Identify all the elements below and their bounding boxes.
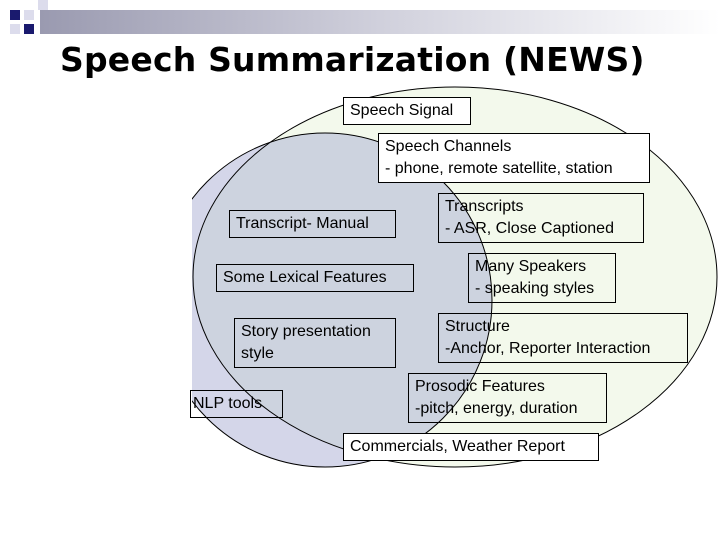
left-circle-outline xyxy=(192,132,493,468)
corner-square-1 xyxy=(10,10,20,20)
box-speech-channels: Speech Channels - phone, remote satellit… xyxy=(378,133,650,183)
box-prosodic-features: Prosodic Features -pitch, energy, durati… xyxy=(408,373,607,423)
story-line1: Story presentation xyxy=(241,323,371,340)
many-speakers-line2: - speaking styles xyxy=(475,280,595,297)
box-nlp-tools: NLP tools xyxy=(190,390,283,418)
right-ellipse-outline xyxy=(192,86,718,468)
box-structure: Structure -Anchor, Reporter Interaction xyxy=(438,313,688,363)
header-decoration xyxy=(10,0,720,34)
speech-signal-text: Speech Signal xyxy=(350,102,454,119)
box-transcripts: Transcripts - ASR, Close Captioned xyxy=(438,193,644,243)
prosodic-line2: -pitch, energy, duration xyxy=(415,400,578,417)
transcript-manual-text: Transcript- Manual xyxy=(236,215,369,232)
nlp-tools-text: NLP tools xyxy=(193,395,263,412)
corner-square-3 xyxy=(24,24,34,34)
story-line2: style xyxy=(241,345,274,362)
slide-title: Speech Summarization (NEWS) xyxy=(60,40,645,79)
corner-square-5 xyxy=(38,0,48,10)
header-gradient-bar xyxy=(40,10,720,34)
box-lexical-features: Some Lexical Features xyxy=(216,264,414,292)
prosodic-line1: Prosodic Features xyxy=(415,378,545,395)
box-story-presentation: Story presentation style xyxy=(234,318,396,368)
box-transcript-manual: Transcript- Manual xyxy=(229,210,396,238)
speech-channels-line2: - phone, remote satellite, station xyxy=(385,160,613,177)
corner-square-4 xyxy=(10,24,20,34)
many-speakers-line1: Many Speakers xyxy=(475,258,587,275)
commercials-text: Commercials, Weather Report xyxy=(350,438,565,455)
speech-channels-line1: Speech Channels xyxy=(385,138,512,155)
transcripts-line2: - ASR, Close Captioned xyxy=(445,220,614,237)
box-many-speakers: Many Speakers - speaking styles xyxy=(468,253,616,303)
transcripts-line1: Transcripts xyxy=(445,198,524,215)
corner-square-2 xyxy=(24,10,34,20)
box-speech-signal: Speech Signal xyxy=(343,97,471,125)
lexical-features-text: Some Lexical Features xyxy=(223,269,387,286)
structure-line1: Structure xyxy=(445,318,510,335)
structure-line2: -Anchor, Reporter Interaction xyxy=(445,340,651,357)
box-commercials: Commercials, Weather Report xyxy=(343,433,599,461)
